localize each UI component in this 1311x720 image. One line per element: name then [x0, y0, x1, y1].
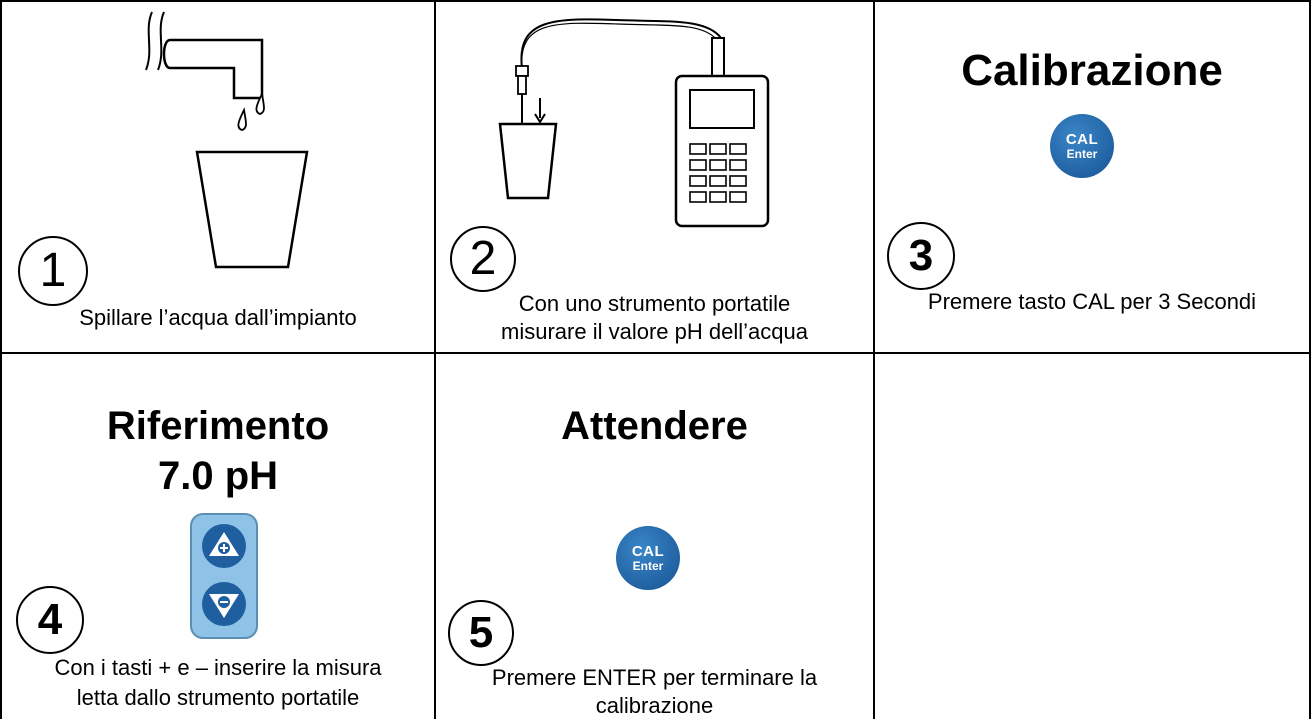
step-5-title: Attendere [561, 404, 748, 448]
step-2-caption-line-2: misurare il valore pH dell’acqua [501, 319, 808, 344]
step-1-caption: Spillare l’acqua dall’impianto [79, 305, 357, 330]
step-5-cell: Attendere CAL Enter 5 Premere ENTER per … [436, 354, 873, 719]
step-4-title-line-1: Riferimento [106, 404, 330, 448]
water-drops-icon [237, 91, 265, 131]
plus-minus-keypad-icon [190, 513, 258, 639]
step-number-badge: 5 [448, 600, 514, 666]
step-number-badge: 4 [16, 586, 84, 654]
enter-label: Enter [1066, 146, 1098, 161]
probe-icon [498, 65, 558, 200]
step-4-title-line-2: 7.0 pH [157, 454, 279, 498]
step-2-cell: 2 Con uno strumento portatile misurare i… [436, 2, 873, 352]
grid-border-top [0, 0, 1311, 2]
grid-row-divider [0, 352, 1311, 354]
step-number-badge: 2 [450, 226, 516, 292]
step-4-caption-line-1: Con i tasti + e – inserire la misura [54, 655, 382, 680]
step-4-caption-line-2: letta dallo strumento portatile [76, 685, 360, 710]
grid-divider-2 [873, 0, 875, 719]
cal-label: CAL [631, 542, 665, 560]
step-2-caption-line-1: Con uno strumento portatile [518, 291, 791, 316]
cal-enter-button-icon: CAL Enter [616, 526, 680, 590]
step-3-caption: Premere tasto CAL per 3 Secondi [927, 289, 1257, 314]
arrow-down-icon [534, 98, 546, 124]
grid-divider-1 [434, 0, 436, 719]
step-3-title: Calibrazione [961, 46, 1223, 95]
step-3-cell: Calibrazione CAL Enter 3 Premere tasto C… [875, 2, 1309, 352]
cal-label: CAL [1065, 130, 1099, 148]
step-5-caption-line-1: Premere ENTER per terminare la [491, 665, 818, 690]
enter-label: Enter [632, 558, 664, 573]
grid-border-left [0, 0, 2, 719]
step-number-badge: 1 [18, 236, 88, 306]
cup-icon [195, 150, 309, 269]
step-number-badge: 3 [887, 222, 955, 290]
step-5-caption-line-2: calibrazione [595, 693, 714, 718]
step-4-cell: Riferimento 7.0 pH 4 Con i tasti + e – i… [2, 354, 434, 719]
empty-cell [875, 354, 1309, 719]
cal-enter-button-icon: CAL Enter [1050, 114, 1114, 178]
tap-icon [145, 11, 264, 100]
step-1-cell: 1 Spillare l’acqua dall’impianto [2, 2, 434, 352]
ph-meter-icon [520, 18, 770, 228]
grid-border-right [1309, 0, 1311, 719]
